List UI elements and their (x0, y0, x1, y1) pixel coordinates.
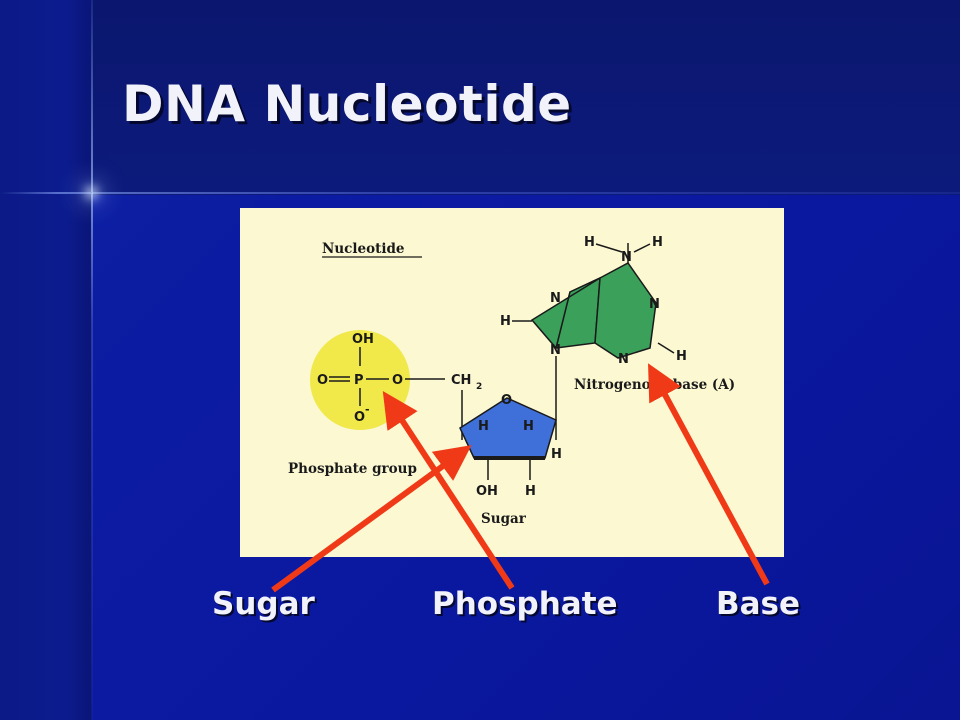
slide-title: DNA Nucleotide (122, 75, 572, 133)
ch2-subscript: 2 (476, 382, 482, 392)
sugar-h4: H (525, 484, 536, 499)
amine-h-right: H (652, 235, 663, 250)
sugar-oh: OH (476, 484, 498, 499)
phosphorus-atom: P (354, 373, 364, 388)
background-top-band (0, 0, 960, 195)
sugar-h3: H (453, 449, 464, 464)
base-n4: N (618, 352, 629, 367)
decorative-sparkle (91, 192, 92, 193)
decorative-horizontal-line (0, 192, 960, 194)
base-h-left: H (500, 314, 511, 329)
nucleotide-figure: Nucleotide OH O P O O - Phosphate group … (240, 208, 784, 557)
label-sugar: Sugar (212, 586, 315, 622)
label-phosphate: Phosphate (432, 586, 618, 622)
amine-n: N (621, 250, 632, 265)
nucleotide-diagram: Nucleotide OH O P O O - Phosphate group … (288, 235, 735, 527)
ch2-label: CH (451, 373, 471, 388)
base-six-ring (594, 262, 657, 359)
sugar-h1: H (478, 419, 489, 434)
caption-phosphate-group: Phosphate group (288, 461, 417, 477)
sugar-h2: H (523, 419, 534, 434)
phosphate-o-minus: O (354, 410, 365, 425)
figure-heading: Nucleotide (322, 241, 405, 257)
label-base: Base (716, 586, 801, 622)
background-left-band (0, 0, 92, 720)
caption-sugar: Sugar (481, 511, 527, 527)
sugar-h5: H (551, 447, 562, 462)
decorative-vertical-line (91, 0, 93, 720)
caption-nitrogenous-base: Nitrogenous base (A) (574, 377, 735, 393)
nitrogenous-base: N N N N H N H H H (500, 235, 687, 367)
amine-h-left: H (584, 235, 595, 250)
base-n1: N (550, 291, 561, 306)
sugar-ring-oxygen: O (501, 393, 512, 408)
phosphate-minus-charge: - (365, 403, 370, 416)
base-n3: N (649, 297, 660, 312)
phosphate-group: OH O P O O - (310, 330, 445, 430)
phosphate-o-right: O (392, 373, 403, 388)
base-n2: N (550, 343, 561, 358)
phosphate-o-left: O (317, 373, 328, 388)
base-h-right: H (676, 349, 687, 364)
phosphate-oh: OH (352, 332, 374, 347)
